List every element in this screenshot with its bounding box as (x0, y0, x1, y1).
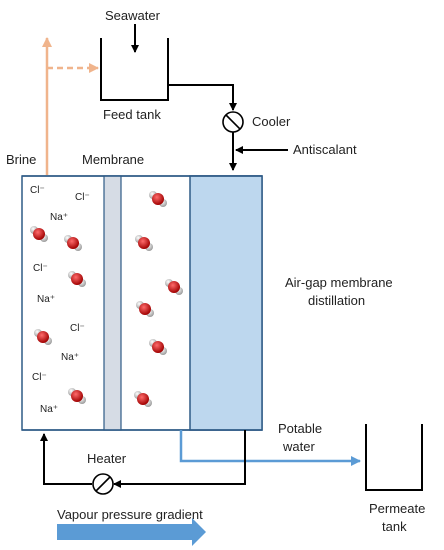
brine-label: Brine (6, 152, 36, 167)
chloride-ion: Cl⁻ (33, 263, 48, 274)
permeate-label-line2: tank (382, 519, 407, 534)
heating-loop-line (113, 430, 246, 488)
process-label-line2: distillation (308, 293, 365, 308)
potable-water-line (179, 430, 361, 466)
chloride-ion: Cl⁻ (75, 192, 90, 203)
chloride-ion: Cl⁻ (32, 372, 47, 383)
chloride-ion: Cl⁻ (30, 185, 45, 196)
process-label: Air-gap membrane (285, 275, 393, 290)
cooler-label: Cooler (252, 114, 291, 129)
potable-label-line2: water (282, 439, 315, 454)
sodium-ion: Na⁺ (61, 352, 79, 363)
sodium-ion: Na⁺ (37, 294, 55, 305)
antiscalant-label: Antiscalant (293, 142, 357, 157)
permeate-tank (365, 424, 423, 491)
membrane-layer (103, 175, 122, 431)
sodium-ion: Na⁺ (40, 404, 58, 415)
seawater-label: Seawater (105, 8, 161, 23)
feed-tank-label: Feed tank (103, 107, 161, 122)
heater-label: Heater (87, 451, 127, 466)
sodium-ion: Na⁺ (50, 212, 68, 223)
heated-feed-line (40, 433, 92, 485)
vapour-gradient-arrow (57, 518, 206, 546)
gradient-label: Vapour pressure gradient (57, 507, 203, 522)
air-gap-layer (189, 175, 263, 431)
potable-label: Potable (278, 421, 322, 436)
permeate-label: Permeate (369, 501, 425, 516)
feed-tank (100, 38, 169, 101)
feed-line (168, 84, 237, 111)
chloride-ion: Cl⁻ (70, 323, 85, 334)
membrane-label: Membrane (82, 152, 144, 167)
